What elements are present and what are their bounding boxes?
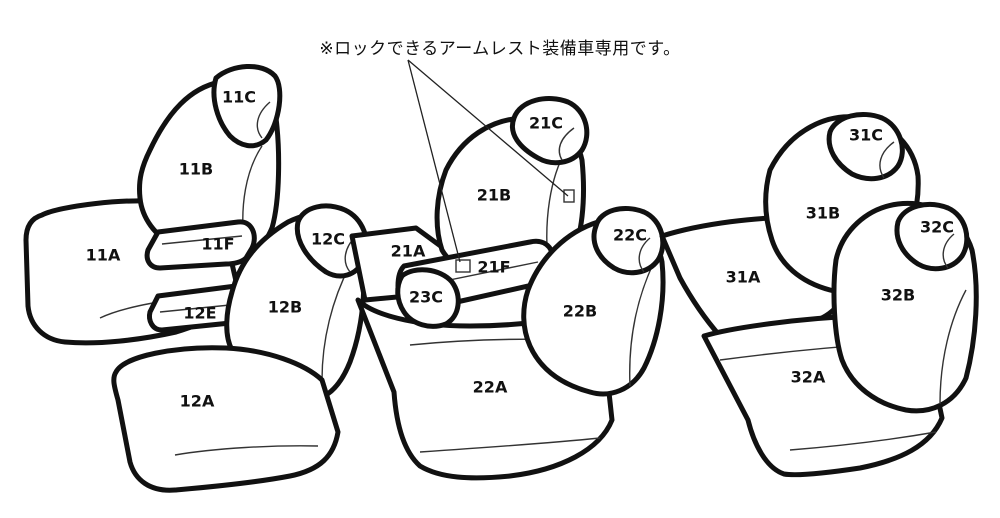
label-22a: 22A	[473, 378, 508, 397]
label-12c: 12C	[311, 230, 345, 249]
label-22c: 22C	[613, 226, 647, 245]
part-22c-headrest[interactable]	[591, 206, 666, 276]
armrest-lock-marker-2	[563, 189, 575, 203]
part-23c-headrest[interactable]	[395, 267, 461, 329]
seat-21-22	[349, 96, 666, 481]
label-31c: 31C	[849, 126, 883, 145]
label-21b: 21B	[477, 186, 511, 205]
label-21c: 21C	[529, 114, 563, 133]
label-12b: 12B	[268, 298, 302, 317]
label-23c: 23C	[409, 288, 443, 307]
part-12a-cushion[interactable]	[111, 345, 341, 493]
part-21c-headrest[interactable]	[510, 96, 590, 166]
label-21a: 21A	[391, 242, 426, 261]
label-31b: 31B	[806, 204, 840, 223]
armrest-lock-marker-1	[455, 259, 471, 273]
label-31a: 31A	[726, 268, 761, 287]
seat-31-32	[659, 112, 979, 478]
label-32a: 32A	[791, 368, 826, 387]
part-31c-headrest[interactable]	[826, 112, 905, 182]
label-21f: 21F	[477, 258, 510, 277]
label-11c: 11C	[222, 88, 256, 107]
label-32c: 32C	[920, 218, 954, 237]
part-11f-armrest[interactable]	[144, 219, 257, 271]
label-11f: 11F	[201, 235, 234, 254]
label-32b: 32B	[881, 286, 915, 305]
label-11a: 11A	[86, 246, 121, 265]
label-12e: 12E	[183, 304, 216, 323]
label-11b: 11B	[179, 160, 213, 179]
note-leader-lines	[407, 59, 569, 263]
label-12a: 12A	[180, 392, 215, 411]
part-labels: 11C 11B 11A 11F 12E 12C 12B 12A 21C 21B …	[86, 88, 954, 411]
armrest-note: ※ロックできるアームレスト装備車専用です。	[319, 39, 681, 59]
part-11c-headrest[interactable]	[211, 63, 283, 149]
part-32c-headrest[interactable]	[894, 202, 970, 272]
seat-12	[111, 203, 370, 493]
label-22b: 22B	[563, 302, 597, 321]
